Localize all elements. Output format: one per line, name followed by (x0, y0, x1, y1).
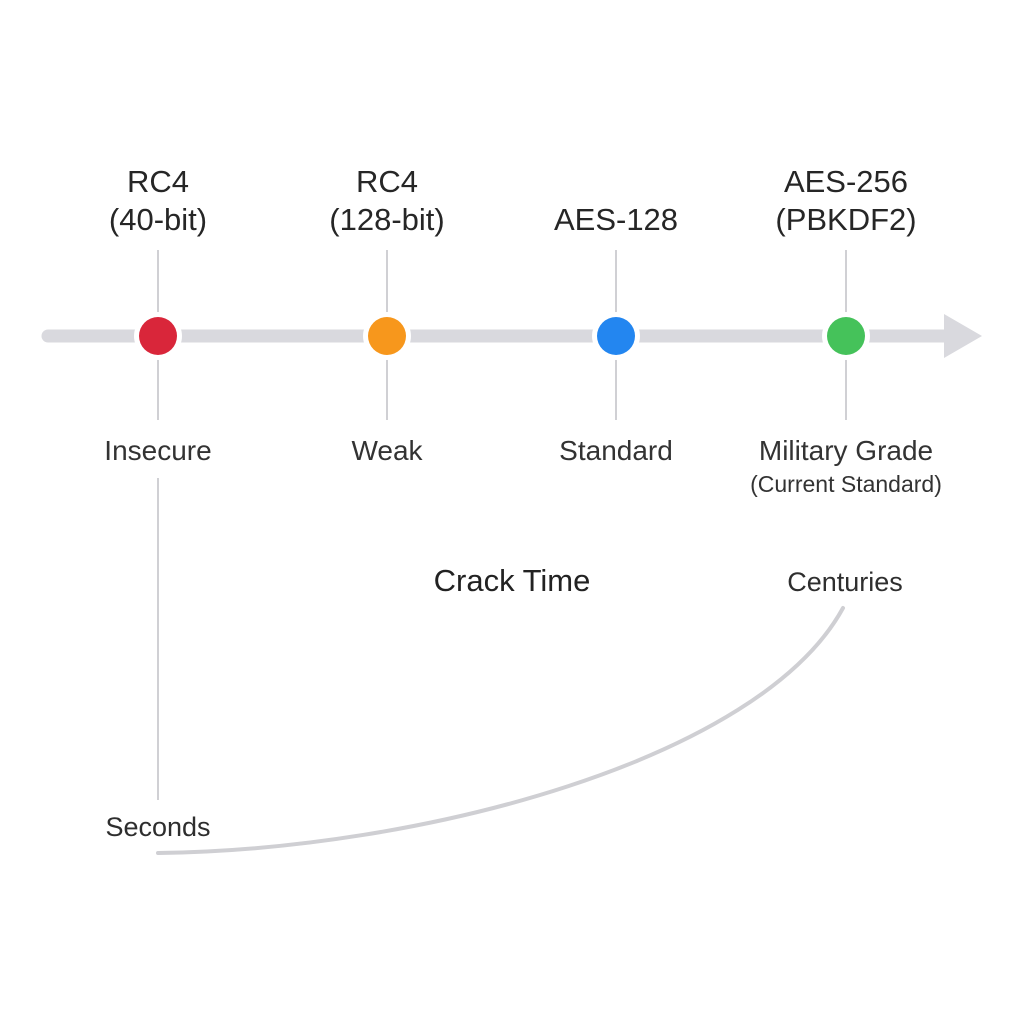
timeline-arrowhead (944, 314, 982, 358)
stage-3-dot (597, 317, 635, 355)
stage-4-algorithm-line2: (PBKDF2) (775, 202, 917, 237)
stage-4-algorithm: AES-256 (PBKDF2) (775, 163, 916, 239)
crack-time-low-label: Seconds (105, 812, 211, 842)
stage-1-algorithm-line1: RC4 (126, 164, 190, 199)
stage-1-algorithm: RC4 (40-bit) (109, 163, 207, 239)
stage-3-level: Standard (559, 435, 673, 466)
stage-2-algorithm-line1: RC4 (355, 164, 418, 199)
crack-time-curve (156, 606, 845, 855)
stage-1-algorithm-line2: (40-bit) (108, 202, 208, 237)
stage-2-algorithm-line2: (128-bit) (329, 202, 445, 237)
stage-2-dot (368, 317, 406, 355)
stage-2-algorithm: RC4 (128-bit) (329, 163, 444, 239)
stage-4-dot (827, 317, 865, 355)
stage-2-level: Weak (351, 435, 423, 466)
stage-4-algorithm-line1: AES-256 (783, 164, 909, 199)
stage-1-level: Insecure (104, 435, 212, 466)
stage-1-dot (139, 317, 177, 355)
stage-3-algorithm: AES-128 (554, 201, 678, 239)
stage-4-level: Military Grade (758, 435, 934, 466)
crack-time-high-label: Centuries (787, 567, 903, 597)
stage-4-level-note: (Current Standard) (750, 471, 942, 497)
stage-3-algorithm-line2: AES-128 (553, 202, 679, 237)
crack-time-title: Crack Time (433, 563, 591, 598)
